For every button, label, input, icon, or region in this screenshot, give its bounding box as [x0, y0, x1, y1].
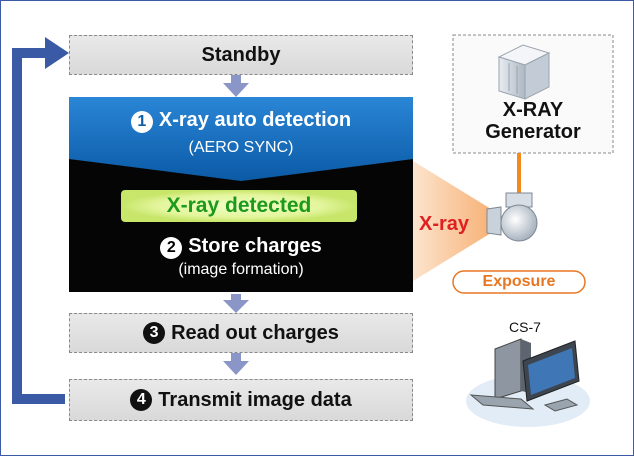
exposure-label: Exposure	[482, 273, 556, 290]
step-2-badge: 2	[160, 237, 183, 259]
computer-icon	[466, 338, 590, 427]
generator-label: X-RAY Generator	[453, 99, 613, 143]
standby-label: Standby	[201, 43, 281, 66]
store-subtitle: (image formation)	[178, 261, 304, 278]
transmit-label: Transmit image data	[158, 388, 352, 411]
detection-title-text: X-ray auto detection	[158, 109, 352, 131]
detected-label: X-ray detected	[166, 194, 312, 217]
detection-subtitle: (AERO SYNC)	[188, 139, 294, 156]
step-4-badge: 4	[130, 389, 153, 411]
xray-tube-icon	[486, 192, 538, 242]
console-label: CS-7	[509, 319, 541, 335]
detection-panel	[69, 97, 413, 181]
standby-box: Standby	[69, 35, 413, 75]
store-title-text: Store charges	[188, 235, 322, 257]
generator-cable	[517, 153, 521, 199]
xray-label: X-ray	[419, 213, 470, 235]
detected-glow	[121, 190, 357, 222]
xray-beam	[413, 161, 491, 281]
loop-arrow-head	[45, 37, 69, 69]
generator-line2: Generator	[485, 121, 581, 143]
loop-arrow	[12, 48, 65, 404]
step-arrows	[223, 75, 249, 375]
read-label: Read out charges	[171, 321, 339, 344]
step-1-badge: 1	[130, 111, 153, 133]
generator-line1: X-RAY	[502, 99, 564, 121]
exposure-pill	[452, 270, 586, 294]
generator-cabinet-icon	[497, 44, 551, 100]
step-3-badge: 3	[143, 322, 166, 344]
